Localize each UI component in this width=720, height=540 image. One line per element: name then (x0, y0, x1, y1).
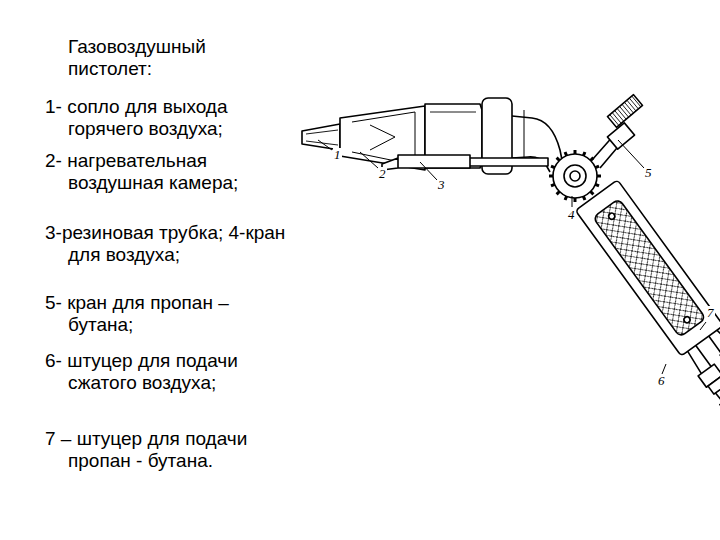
callout-number: 1 (333, 148, 342, 162)
title: Газовоздушный пистолет: (68, 36, 268, 80)
air-valve (553, 154, 597, 198)
legend-item: 5- кран для пропан – бутана; (45, 292, 296, 336)
legend-item: 1- сопло для выхода горячего воздуха; (45, 96, 296, 140)
legend-item: 2- нагревательная воздушная камера; (45, 150, 296, 194)
legend-item: 3-резиновая трубка; 4-кран для воздуха; (45, 222, 296, 266)
callout-number: 6 (657, 374, 666, 388)
leader-lines (318, 140, 706, 374)
callout-number: 7 (706, 306, 715, 320)
callout-number: 4 (567, 208, 576, 222)
handle (575, 180, 720, 423)
legend-item: 6- штуцер для подачи сжатого воздуха; (45, 350, 296, 394)
callout-number: 3 (437, 178, 446, 192)
nozzle (302, 124, 340, 150)
callout-number: 5 (644, 166, 653, 180)
legend-item: 7 – штуцер для подачи пропан - бутана. (45, 428, 296, 472)
callout-number: 2 (378, 167, 387, 181)
rubber-tube (382, 155, 548, 170)
